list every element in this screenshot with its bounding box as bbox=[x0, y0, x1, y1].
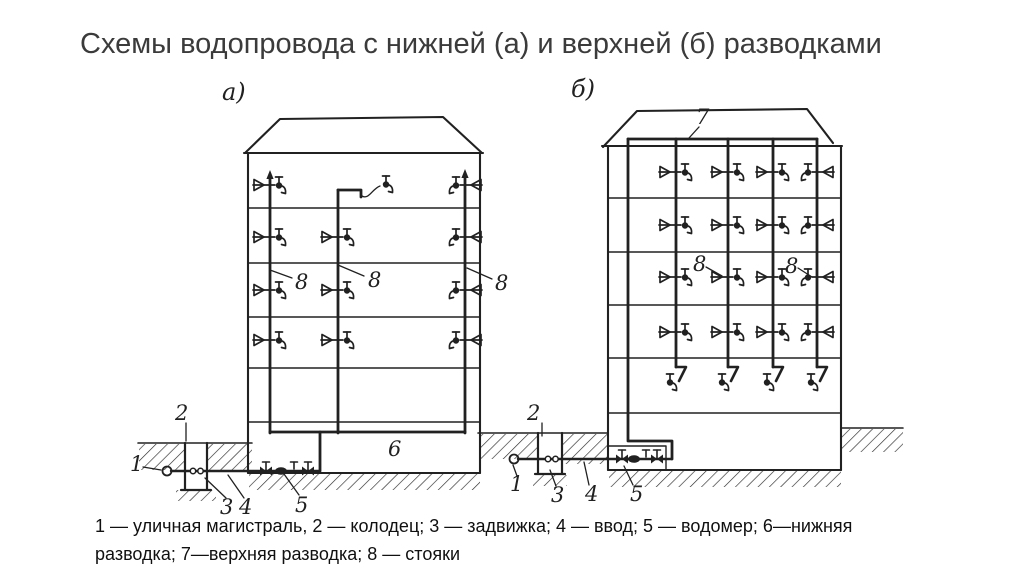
tee-icon bbox=[641, 449, 651, 458]
label-8: 8 bbox=[295, 270, 308, 294]
building-b bbox=[600, 107, 844, 472]
valve-icon bbox=[650, 449, 664, 465]
label-6: 6 bbox=[388, 437, 401, 461]
ground-hatch bbox=[533, 475, 567, 486]
ground-hatch bbox=[139, 444, 185, 470]
water-meter-icon bbox=[627, 454, 641, 464]
ground-hatch bbox=[249, 474, 480, 490]
labels-b: б) 7 8 8 1 2 3 4 5 bbox=[510, 75, 813, 507]
ground-hatch bbox=[207, 444, 252, 470]
leader-line bbox=[142, 466, 162, 471]
label-1: 1 bbox=[130, 452, 143, 476]
faucet-icon bbox=[717, 373, 730, 392]
label-7: 7 bbox=[696, 105, 710, 129]
riser-hook bbox=[674, 365, 688, 383]
ground-hatch bbox=[176, 490, 216, 501]
leader-line bbox=[512, 464, 518, 477]
leader-line bbox=[466, 267, 493, 280]
leader-line bbox=[227, 474, 245, 499]
well-b bbox=[533, 431, 567, 476]
foundation-step-b bbox=[607, 445, 667, 471]
roof-b bbox=[601, 107, 835, 149]
leader-line bbox=[269, 269, 293, 279]
gate-valve-icon bbox=[189, 467, 197, 475]
label-4: 4 bbox=[238, 495, 252, 519]
ground-hatch bbox=[609, 471, 841, 487]
faucet-icon bbox=[665, 373, 678, 392]
riser-hook bbox=[771, 365, 785, 383]
valve-icon bbox=[615, 449, 629, 465]
faucet-icon bbox=[381, 175, 394, 194]
arrow-icon bbox=[460, 168, 470, 179]
label-1: 1 bbox=[510, 472, 523, 496]
label-5: 5 bbox=[295, 493, 308, 517]
label-2: 2 bbox=[174, 401, 188, 425]
label-8: 8 bbox=[785, 254, 798, 278]
supply-riser-pipe bbox=[626, 137, 674, 461]
well-a bbox=[179, 441, 213, 492]
street-main-icon bbox=[161, 465, 173, 477]
figure-caption: 1 — уличная магистраль, 2 — колодец; 3 —… bbox=[95, 512, 852, 568]
leader-line bbox=[204, 477, 227, 499]
label-3: 3 bbox=[551, 483, 564, 507]
leader-line bbox=[549, 469, 557, 487]
gate-valve-icon bbox=[552, 455, 559, 463]
labels-a: а) 8 8 8 6 1 2 3 4 5 bbox=[130, 78, 508, 519]
panel-a-label: а) bbox=[222, 78, 246, 106]
ground-hatch bbox=[842, 429, 903, 452]
floor-lines-b bbox=[607, 197, 842, 414]
leader-line bbox=[337, 264, 365, 277]
floor-lines-a bbox=[247, 207, 481, 423]
page-title: Схемы водопровода с нижней (а) и верхней… bbox=[80, 28, 882, 60]
ground-hatch bbox=[479, 434, 538, 459]
label-3: 3 bbox=[220, 495, 233, 519]
tee-icon bbox=[289, 461, 299, 470]
panel-b-label: б) bbox=[571, 75, 595, 103]
faucet-icon bbox=[806, 373, 819, 392]
leader-line bbox=[583, 461, 590, 486]
plumbing-a bbox=[161, 168, 483, 492]
leader-line bbox=[361, 185, 381, 198]
arrow-icon bbox=[265, 169, 275, 180]
leader-line bbox=[797, 267, 813, 278]
riser-elbow bbox=[336, 188, 363, 199]
gate-valve-icon bbox=[544, 455, 552, 463]
water-meter-icon bbox=[274, 466, 288, 476]
leader-line bbox=[705, 266, 723, 277]
leader-line bbox=[283, 473, 300, 496]
riser-hook bbox=[815, 365, 829, 383]
label-8: 8 bbox=[495, 271, 508, 295]
caption-line-1: 1 — уличная магистраль, 2 — колодец; 3 —… bbox=[95, 516, 853, 536]
label-4: 4 bbox=[584, 482, 598, 506]
riser-hook bbox=[726, 365, 740, 383]
leader-line bbox=[623, 465, 634, 486]
street-main-icon bbox=[508, 453, 520, 465]
label-8: 8 bbox=[693, 252, 706, 276]
caption-line-2: разводка; 7—верхняя разводка; 8 — стояки bbox=[95, 544, 461, 564]
faucet-icon bbox=[762, 373, 775, 392]
ground bbox=[137, 427, 904, 501]
label-5: 5 bbox=[630, 482, 643, 506]
label-8: 8 bbox=[368, 268, 381, 292]
building-a bbox=[242, 115, 485, 475]
plumbing-b bbox=[508, 137, 835, 476]
leader-line bbox=[688, 126, 700, 139]
label-2: 2 bbox=[526, 401, 540, 425]
gate-valve-icon bbox=[197, 467, 204, 475]
roof-a bbox=[243, 115, 484, 155]
